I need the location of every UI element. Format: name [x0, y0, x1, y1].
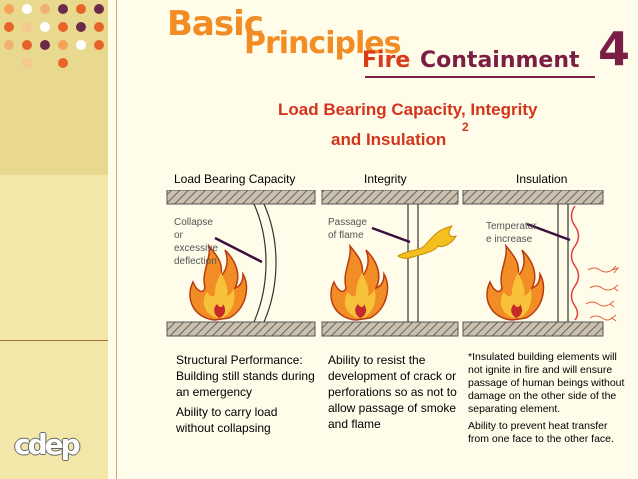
title-basic: Basic	[167, 4, 264, 44]
subtitle-line-2: and Insulation	[331, 130, 447, 149]
deflected-column-line-right	[263, 203, 277, 323]
label-temperature-increase: Temperatur e increase	[486, 221, 537, 245]
sidebar-lower-panel	[0, 175, 108, 479]
vertical-rule	[116, 0, 117, 479]
description-load-bearing: Structural Performance: Building still s…	[176, 353, 315, 435]
flame-passage-icon	[397, 225, 457, 259]
heat-transfer-arrows	[585, 265, 620, 322]
pointer-line	[526, 222, 571, 242]
description-integrity: Ability to resist the development of cra…	[328, 353, 457, 431]
fire-performance-diagrams	[166, 190, 620, 337]
subtitle-line-1: Load Bearing Capacity, Integrity	[278, 100, 538, 119]
decorative-dot-grid	[4, 0, 104, 70]
title-principles: Principles	[244, 26, 401, 61]
sidebar-divider	[0, 340, 108, 341]
deflected-column-line-left	[253, 203, 267, 323]
heat-wave-line	[570, 205, 580, 321]
heading-insulation: Insulation	[516, 172, 568, 186]
cdep-logo: cdep	[14, 428, 81, 461]
pointer-line	[371, 226, 411, 244]
fire-icon	[486, 245, 545, 321]
pointer-line	[214, 236, 263, 264]
title-fire: Fire	[362, 48, 411, 73]
heading-load-bearing: Load Bearing Capacity	[174, 172, 296, 186]
slide-number: 4	[598, 22, 631, 76]
label-collapse: Collapse or excessive deflection	[174, 217, 218, 267]
subtitle-superscript: 2	[462, 120, 469, 134]
title-containment: Containment	[420, 48, 580, 73]
heading-integrity: Integrity	[364, 172, 407, 186]
label-passage-of-flame: Passage of flame	[328, 217, 367, 241]
fire-icon	[330, 245, 389, 321]
title-underline	[365, 76, 595, 78]
description-insulation: *Insulated building elements will not ig…	[468, 351, 625, 445]
